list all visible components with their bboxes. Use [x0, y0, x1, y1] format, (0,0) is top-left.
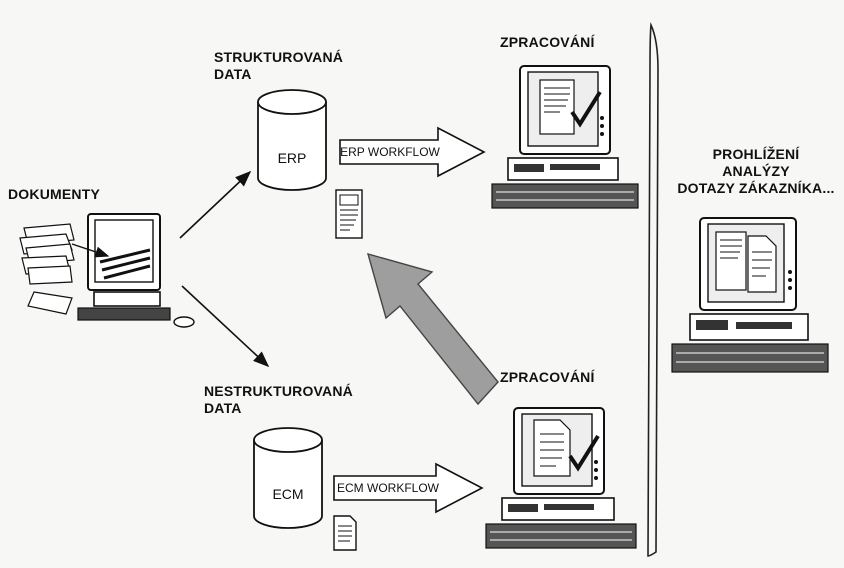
label-zpracovani-top: ZPRACOVÁNÍ: [500, 34, 595, 50]
ecm-workflow-arrow: [333, 462, 484, 514]
arrow-to-structured: [179, 170, 252, 239]
erp-database-icon: [257, 89, 327, 191]
erp-workflow-label: ERP WORKFLOW: [340, 145, 440, 159]
ecm-workflow-label: ECM WORKFLOW: [337, 481, 439, 495]
processing-computer-top-icon: [491, 65, 639, 209]
processing-computer-bottom-icon: [485, 407, 637, 549]
documents-computer-icon: [19, 213, 195, 328]
ecm-database-icon: [253, 427, 323, 529]
ecm-database-label: ECM: [272, 486, 304, 502]
label-nestrukturovana-data: NESTRUKTUROVANÁ DATA: [204, 383, 353, 416]
divider-line: [647, 22, 659, 557]
viewing-computer-icon: [671, 217, 829, 373]
erp-database-label: ERP: [277, 150, 307, 166]
label-zpracovani-bottom: ZPRACOVÁNÍ: [500, 369, 595, 385]
erp-workflow-arrow: [339, 126, 486, 178]
label-prohlizeni: PROHLÍŽENÍ ANALÝZY DOTAZY ZÁKAZNÍKA...: [677, 146, 835, 196]
erp-document-icon: [335, 189, 363, 239]
ecm-document-icon: [333, 515, 357, 551]
arrow-to-unstructured: [181, 285, 270, 368]
label-strukturovana-data: STRUKTUROVANÁ DATA: [214, 49, 344, 82]
grey-feedback-arrow: [366, 252, 499, 406]
label-dokumenty: DOKUMENTY: [8, 186, 101, 202]
